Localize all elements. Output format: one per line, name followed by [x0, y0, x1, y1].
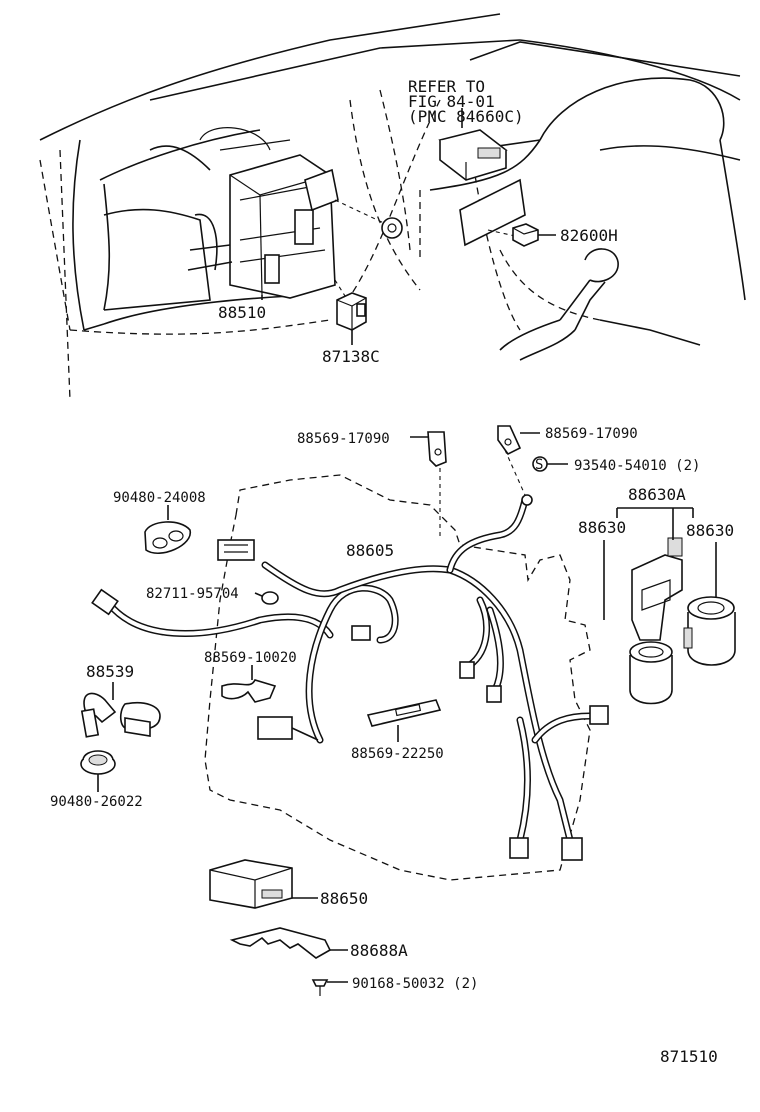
part-label-88539: 88539	[86, 662, 134, 681]
figure-number: 871510	[660, 1047, 718, 1066]
refer-line-3: (PNC 84660C)	[408, 107, 524, 126]
part-88630-left-illustration	[603, 540, 673, 705]
dashboard-illustration	[39, 13, 746, 401]
relay-87138c	[334, 279, 367, 345]
part-label-88688a: 88688A	[350, 941, 408, 960]
part-label-88630-right: 88630	[686, 521, 734, 540]
part-label-88630a: 88630A	[628, 485, 686, 504]
part-label-90480-24008: 90480-24008	[113, 490, 206, 506]
part-label-88650: 88650	[320, 889, 368, 908]
part-label-88510: 88510	[218, 303, 266, 322]
refer-line-2: FIG 84-01	[408, 92, 495, 111]
part-label-88630-left: 88630	[578, 518, 626, 537]
part-label-90168-50032: 90168-50032 (2)	[352, 976, 478, 992]
harness-illustration: S	[80, 425, 736, 996]
referenced-module	[438, 108, 508, 181]
part-88630-right-illustration	[683, 542, 736, 666]
part-label-82711-95704: 82711-95704	[146, 586, 239, 602]
part-label-88569-17090-left: 88569-17090	[297, 431, 390, 447]
part-label-88569-10020: 88569-10020	[204, 650, 297, 666]
part-label-90480-26022: 90480-26022	[50, 794, 143, 810]
part-label-82600h: 82600H	[560, 226, 618, 245]
part-label-88569-17090-right: 88569-17090	[545, 426, 638, 442]
part-label-88605: 88605	[346, 541, 394, 560]
part-82600h-illustration	[512, 223, 556, 247]
part-label-87138c: 87138C	[322, 347, 380, 366]
part-label-93540-54010: 93540-54010 (2)	[574, 458, 700, 474]
part-label-88569-22250: 88569-22250	[351, 746, 444, 762]
svg-text:S: S	[535, 457, 543, 473]
refer-line-1: REFER TO	[408, 77, 485, 96]
